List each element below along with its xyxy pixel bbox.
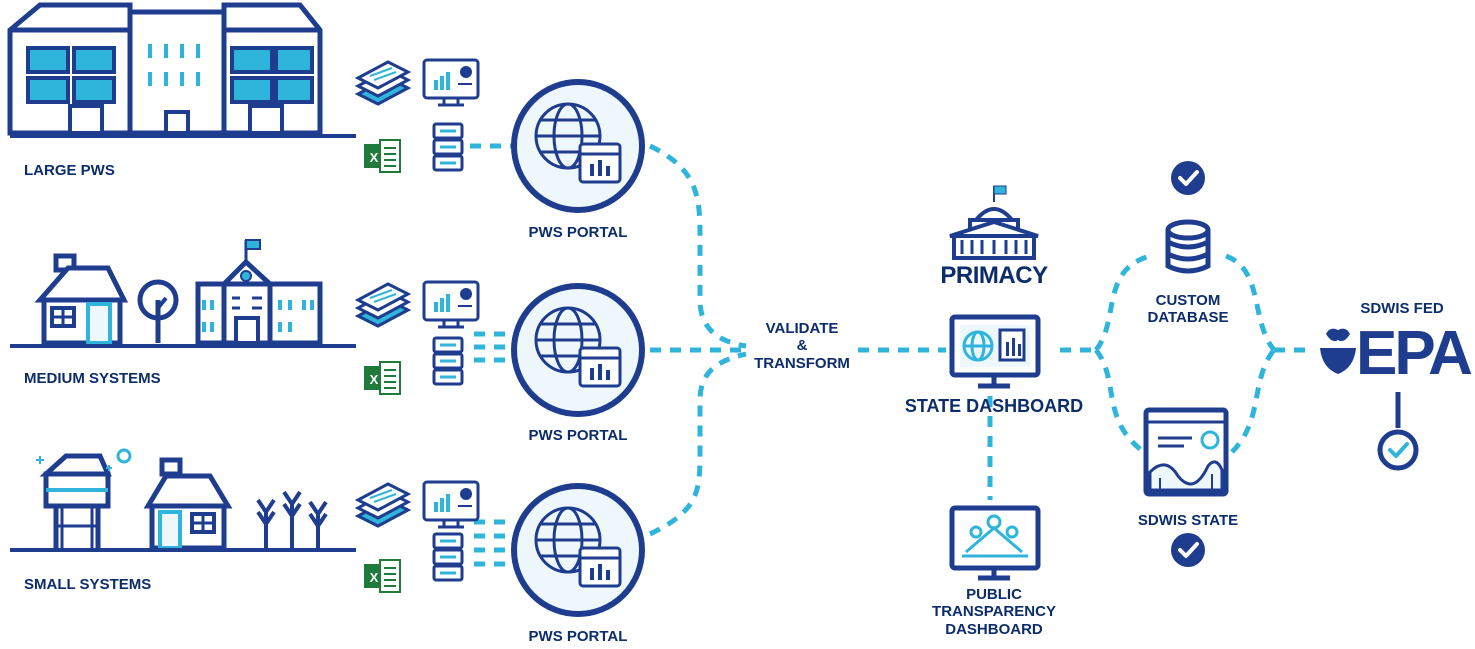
public-dashboard-line-1: PUBLIC bbox=[966, 586, 1022, 603]
globe-portal-icon bbox=[514, 486, 642, 614]
validate-line-1: VALIDATE bbox=[765, 320, 839, 337]
monitor-chart-icon bbox=[422, 280, 480, 329]
state-dashboard-icon bbox=[949, 314, 1041, 389]
monitor-chart-icon bbox=[422, 58, 480, 107]
public-dashboard-line-2: TRANSPARENCY bbox=[932, 603, 1056, 621]
validate-transform-label: VALIDATE & TRANSFORM bbox=[740, 320, 864, 372]
building-icon bbox=[7, 2, 356, 138]
database-icon bbox=[1165, 219, 1211, 274]
globe-portal-icon bbox=[514, 82, 642, 210]
custom-database-label: CUSTOM DATABASE bbox=[1128, 292, 1248, 327]
epa-logo-icon bbox=[1320, 328, 1419, 471]
custom-database-line-1: CUSTOM bbox=[1155, 292, 1221, 309]
map-pins-icon bbox=[949, 505, 1041, 581]
tree-icon bbox=[137, 279, 179, 343]
wheat-icon bbox=[10, 490, 356, 552]
public-dashboard-label: PUBLIC TRANSPARENCY DASHBOARD bbox=[904, 586, 1084, 638]
excel-icon bbox=[363, 361, 401, 395]
server-icon bbox=[432, 336, 464, 386]
connector-lines bbox=[470, 143, 1305, 567]
custom-database-line-2: DATABASE bbox=[1147, 309, 1229, 327]
connector-small-to-portal bbox=[474, 519, 512, 567]
documents-icon bbox=[356, 482, 410, 528]
excel-icon bbox=[363, 139, 401, 173]
excel-icon bbox=[363, 559, 401, 593]
portal-label-3: PWS PORTAL bbox=[528, 628, 628, 645]
house-icon bbox=[143, 457, 233, 551]
state-dashboard-label: STATE DASHBOARD bbox=[904, 396, 1084, 416]
globe-portal-icon bbox=[514, 286, 642, 414]
epa-logo-text: EPA bbox=[1356, 319, 1473, 388]
source-label-small-systems: SMALL SYSTEMS bbox=[24, 576, 152, 593]
school-icon bbox=[10, 239, 356, 348]
documents-icon bbox=[356, 60, 410, 106]
validate-line-2: & bbox=[796, 337, 808, 355]
monitor-chart-icon bbox=[422, 480, 480, 529]
server-icon bbox=[432, 532, 464, 582]
connector-portal1-to-validate bbox=[648, 143, 747, 349]
portal-label-1: PWS PORTAL bbox=[528, 224, 628, 241]
public-dashboard-line-3: DASHBOARD bbox=[945, 620, 1043, 638]
connector-sdwis-state-to-merge bbox=[1230, 348, 1276, 454]
checkmark-icon bbox=[1169, 159, 1207, 197]
sdwis-fed-label: SDWIS FED bbox=[1360, 300, 1444, 317]
documents-icon bbox=[356, 282, 410, 328]
sdwis-state-icon bbox=[1143, 407, 1229, 497]
connector-portal3-to-validate bbox=[648, 351, 747, 537]
capitol-icon bbox=[949, 185, 1039, 260]
connector-branch-to-sdwis-state bbox=[1093, 348, 1146, 455]
house-icon bbox=[34, 253, 129, 346]
source-label-medium-systems: MEDIUM SYSTEMS bbox=[24, 370, 161, 387]
connector-medium-to-portal bbox=[474, 331, 512, 363]
water-tower-icon bbox=[36, 448, 132, 548]
server-icon bbox=[432, 122, 464, 172]
checkmark-icon bbox=[1169, 531, 1207, 569]
sdwis-state-label: SDWIS STATE bbox=[1137, 512, 1239, 529]
primacy-label: PRIMACY bbox=[940, 262, 1048, 289]
source-label-large-pws: LARGE PWS bbox=[24, 162, 115, 179]
portal-label-2: PWS PORTAL bbox=[528, 427, 628, 444]
validate-line-3: TRANSFORM bbox=[754, 354, 850, 372]
